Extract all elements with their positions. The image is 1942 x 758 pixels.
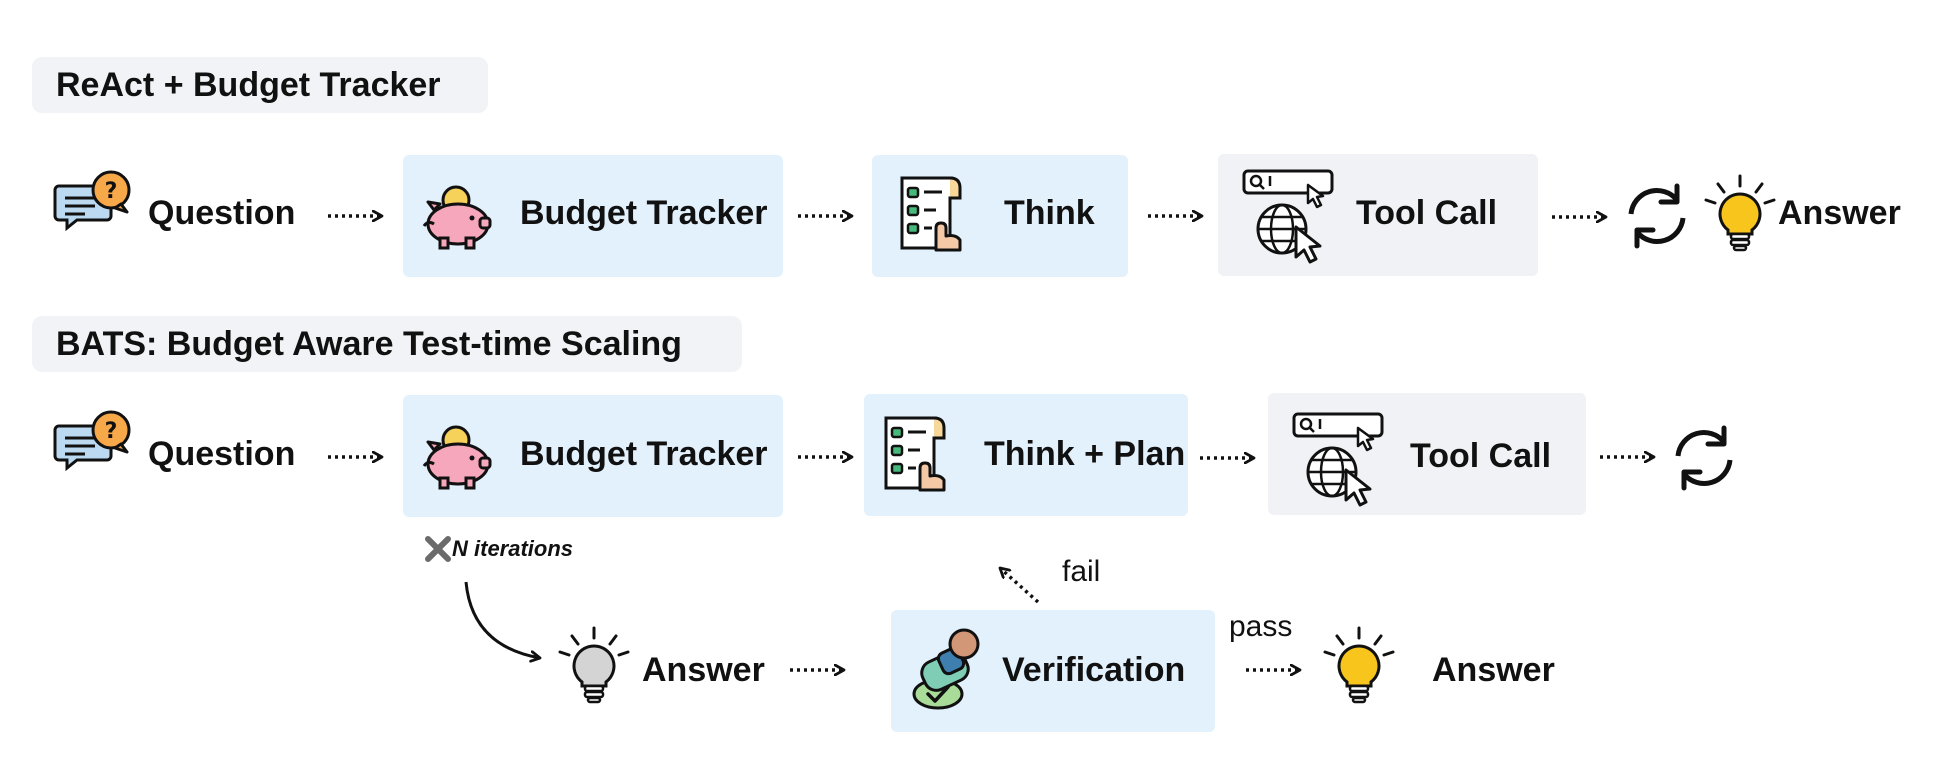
close-icon <box>425 536 451 562</box>
fail-label: fail <box>1062 555 1101 588</box>
lightbulb-icon <box>1323 626 1395 704</box>
step-answer: Answer <box>1778 194 1901 232</box>
step-tool-call: Tool Call <box>1410 437 1552 475</box>
curved-arrow-icon <box>464 581 566 668</box>
dotted-arrow-icon <box>798 206 858 226</box>
piggy-bank-icon <box>422 185 492 250</box>
step-tool-call: Tool Call <box>1356 194 1498 232</box>
step-think: Think <box>1004 194 1095 232</box>
iterations-label: N iterations <box>452 536 574 561</box>
react-title: ReAct + Budget Tracker <box>32 57 488 113</box>
bats-title: BATS: Budget Aware Test-time Scaling <box>32 316 742 372</box>
dotted-arrow-icon <box>1600 447 1660 467</box>
step-question: Question <box>148 435 296 473</box>
answer-candidate-label: Answer <box>642 651 765 689</box>
dotted-arrow-icon <box>798 447 858 467</box>
dotted-arrow-icon <box>1148 206 1208 226</box>
checklist-icon <box>884 416 946 492</box>
lightbulb-icon <box>1704 174 1776 252</box>
web-search-icon <box>1242 169 1334 264</box>
fail-arrow-icon <box>994 562 1040 604</box>
stamp-approve-icon <box>912 628 980 710</box>
dotted-arrow-icon <box>1246 660 1306 680</box>
loop-icon <box>1621 180 1693 252</box>
step-budget-tracker: Budget Tracker <box>520 435 768 473</box>
step-budget-tracker: Budget Tracker <box>520 194 768 232</box>
question-icon <box>53 170 131 230</box>
web-search-icon <box>1292 412 1384 507</box>
pass-label: pass <box>1229 610 1293 643</box>
checklist-icon <box>900 176 962 252</box>
step-think-plan: Think + Plan <box>984 435 1186 473</box>
dotted-arrow-icon <box>328 206 388 226</box>
dotted-arrow-icon <box>328 447 388 467</box>
final-answer-label: Answer <box>1432 651 1555 689</box>
dotted-arrow-icon <box>1552 207 1612 227</box>
question-icon <box>53 410 131 470</box>
lightbulb-icon <box>558 626 630 704</box>
step-verification: Verification <box>1002 651 1186 689</box>
dotted-arrow-icon <box>790 660 850 680</box>
piggy-bank-icon <box>422 425 492 490</box>
dotted-arrow-icon <box>1200 448 1260 468</box>
step-question: Question <box>148 194 296 232</box>
loop-icon <box>1668 422 1740 494</box>
